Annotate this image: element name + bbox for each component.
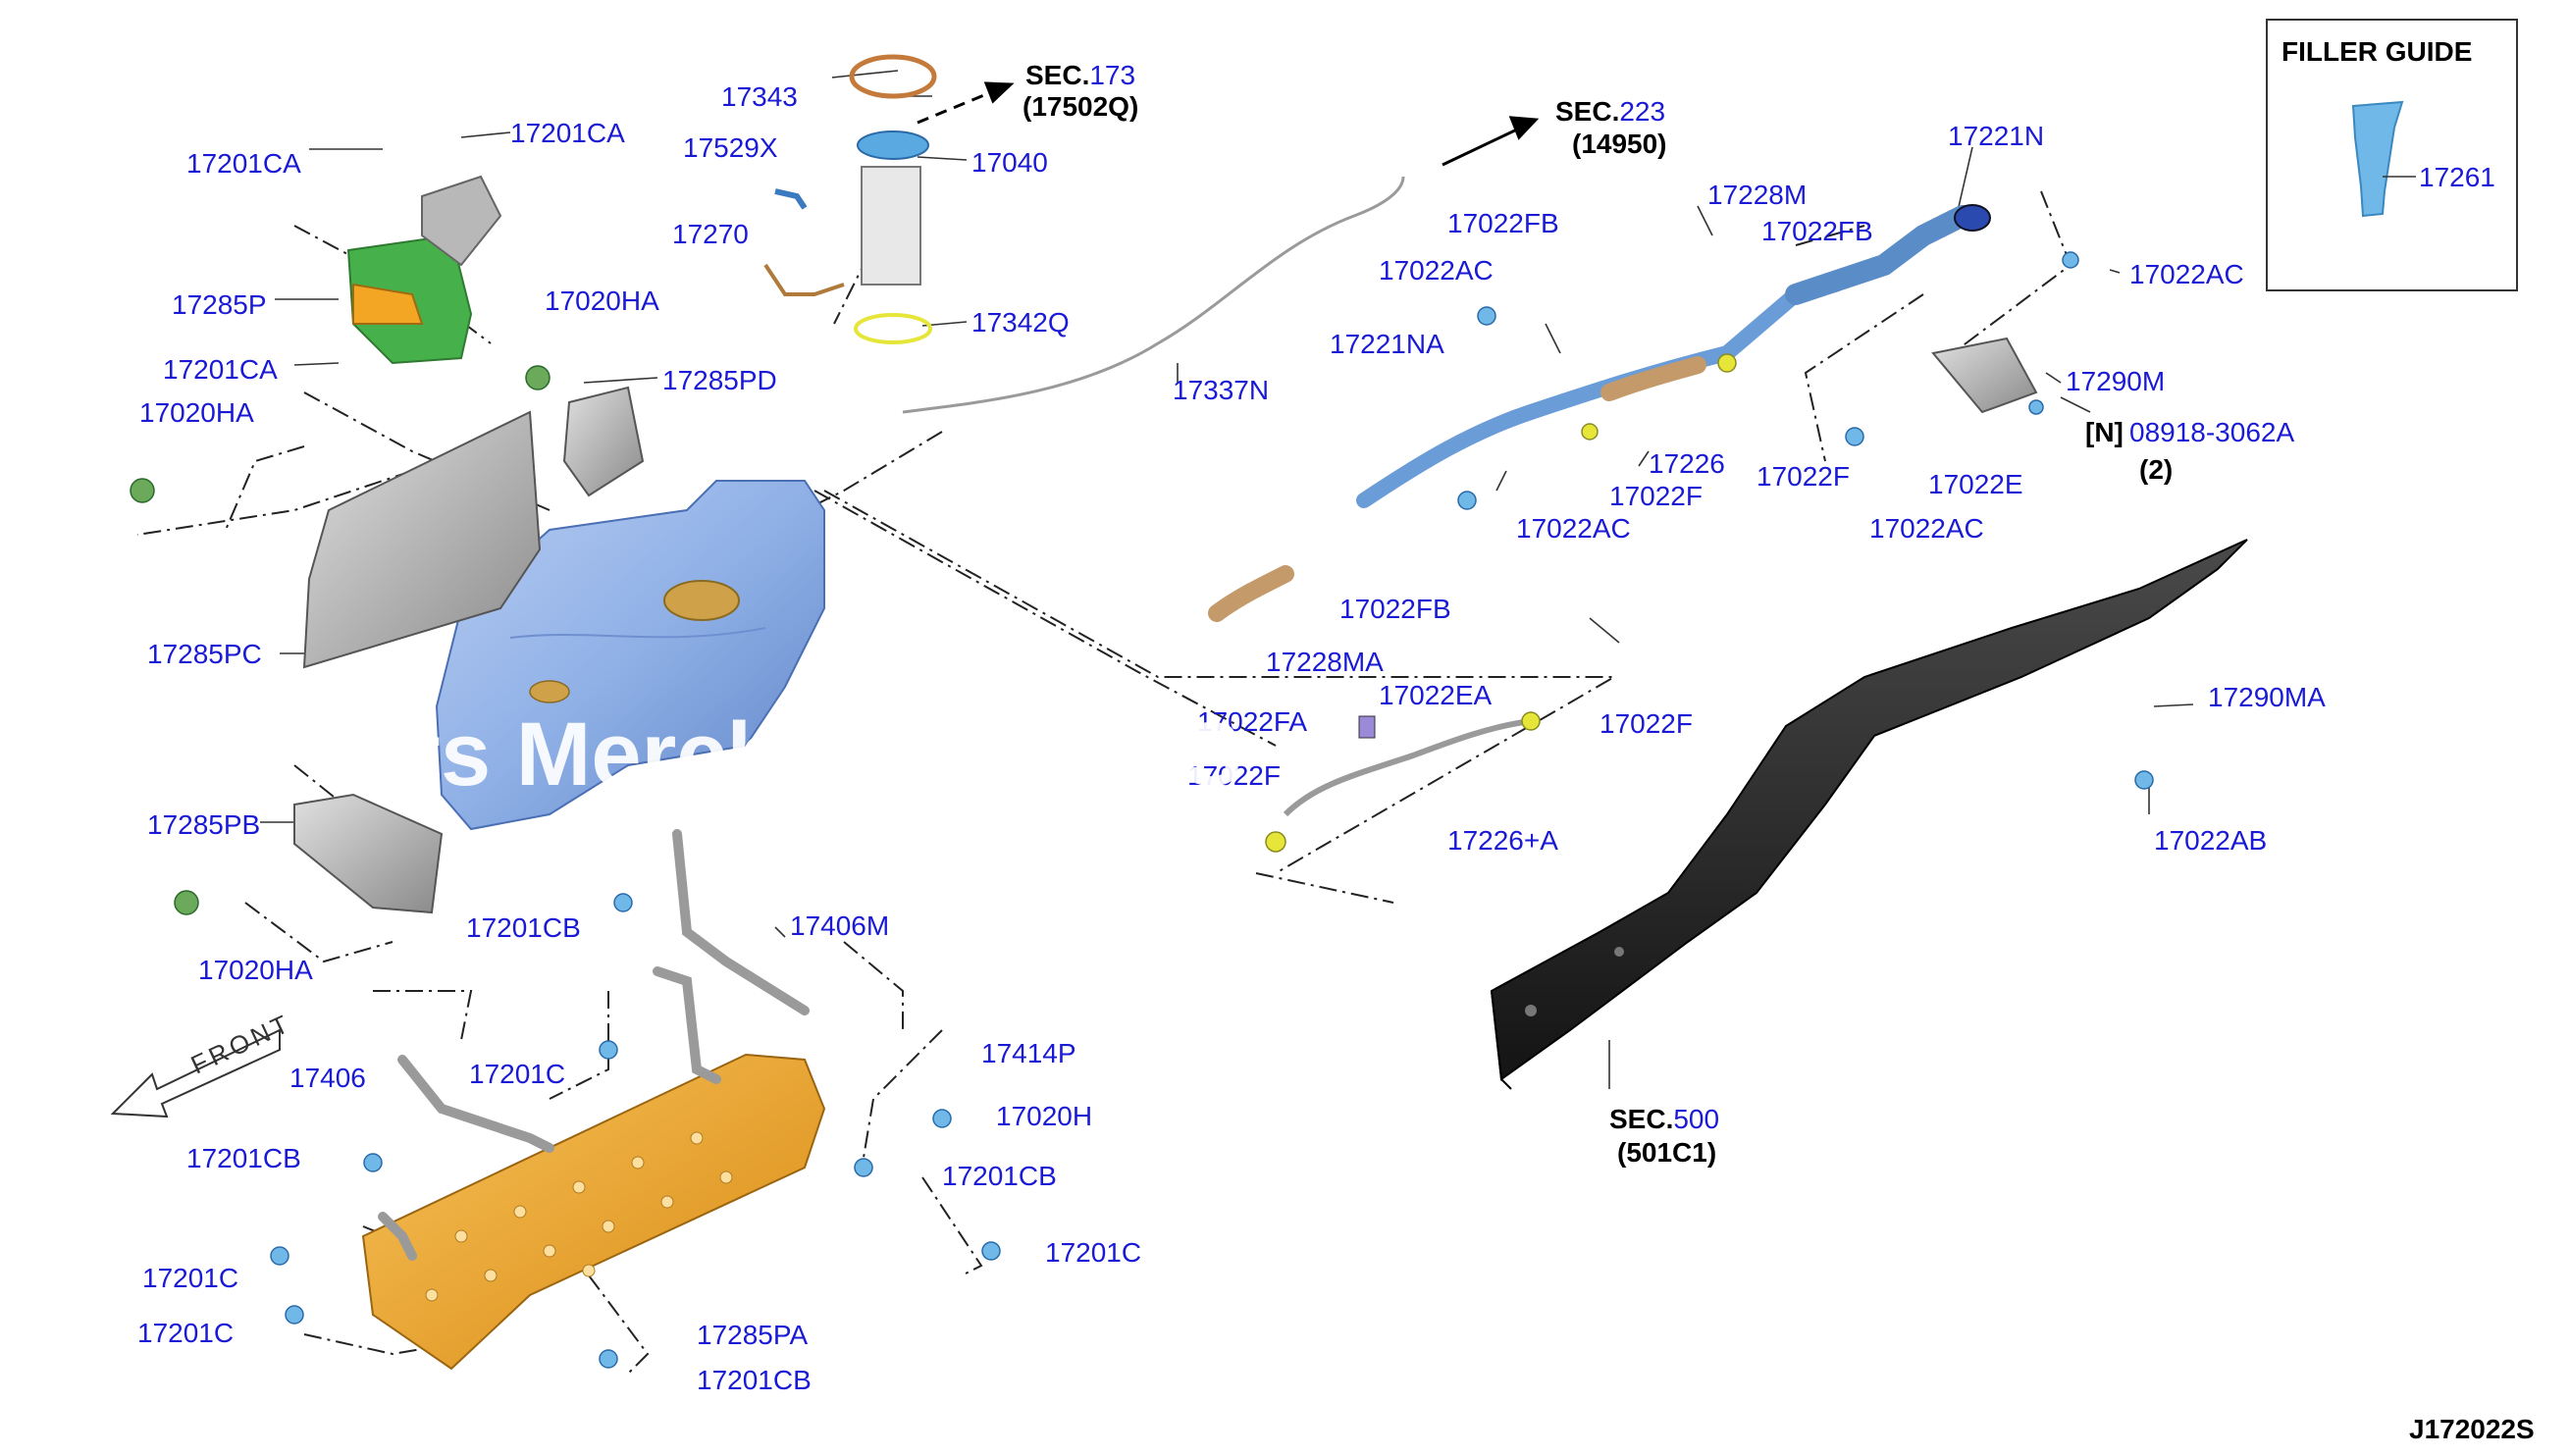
label-17285pd: 17285PD <box>662 365 777 395</box>
label-17022fb-b: 17022FB <box>1761 216 1873 246</box>
bolts <box>270 251 2154 1369</box>
label-17022e: 17022E <box>1928 469 2023 499</box>
label-17285pb: 17285PB <box>147 809 260 840</box>
label-17201ca-c: 17201CA <box>163 354 278 385</box>
label-17022ac-a: 17022AC <box>1379 255 1494 286</box>
label-17406m: 17406M <box>790 910 889 941</box>
label-17022ac-c: 17022AC <box>1869 513 1984 544</box>
label-17201c-b: 17201C <box>1045 1237 1141 1268</box>
heat-shields <box>293 175 645 914</box>
bracket-17290m <box>1931 337 2038 414</box>
section-arrows <box>917 81 1540 167</box>
filler-guide-panel <box>2266 19 2518 291</box>
vent-tube <box>902 176 1405 414</box>
label-17022ea: 17022EA <box>1379 680 1493 710</box>
label-17226a: 17226+A <box>1447 825 1558 856</box>
sec-500: SEC.500 <box>1609 1104 1719 1134</box>
label-17290ma: 17290MA <box>2208 682 2326 712</box>
label-17201c-a: 17201C <box>469 1059 565 1089</box>
label-17201ca-a: 17201CA <box>186 148 301 179</box>
label-17414p: 17414P <box>981 1038 1076 1068</box>
label-17228ma: 17228MA <box>1266 647 1384 677</box>
sec-500-sub: (501C1) <box>1617 1137 1716 1168</box>
label-17020ha-a: 17020HA <box>545 286 659 316</box>
watermark: Parts Merchant PARTS <box>265 704 1241 805</box>
label-17285p: 17285P <box>172 289 267 320</box>
fuel-tank-illustration <box>435 480 825 831</box>
clamps <box>1265 353 1737 853</box>
tank-straps <box>378 829 810 1261</box>
filler-guide-title: FILLER GUIDE <box>2282 36 2472 67</box>
label-17020h: 17020H <box>996 1101 1092 1131</box>
note-n: [N] <box>2085 417 2124 447</box>
part-labels: 17343 17529X 17040 17270 17342Q 17201CA … <box>137 81 2495 1395</box>
label-08918-3062a: 08918-3062A <box>2129 417 2294 447</box>
label-17201ca-b: 17201CA <box>510 118 625 148</box>
label-17020ha-c: 17020HA <box>198 955 313 985</box>
label-17228m: 17228M <box>1707 180 1807 210</box>
label-17022f-c: 17022F <box>1187 760 1281 791</box>
label-17201c-d: 17201C <box>137 1318 234 1348</box>
label-17342q: 17342Q <box>971 307 1070 338</box>
filler-guide-icon <box>2351 100 2404 218</box>
label-17270: 17270 <box>672 219 749 249</box>
label-17022f-b: 17022F <box>1757 461 1850 492</box>
filler-pipe-assembly <box>1208 204 1991 817</box>
sec-173-sub: (17502Q) <box>1023 91 1138 122</box>
sec-223: SEC.223 <box>1555 96 1665 127</box>
label-17285pa: 17285PA <box>697 1320 808 1350</box>
skid-plate-illustration <box>361 1053 826 1371</box>
label-17022ac-d: 17022AC <box>1516 513 1631 544</box>
section-references: SEC.173 (17502Q) SEC.223 (14950) SEC.500… <box>186 36 2535 1444</box>
label-17529x: 17529X <box>683 132 778 163</box>
grommets <box>130 365 551 915</box>
label-17343: 17343 <box>721 81 798 112</box>
label-17226: 17226 <box>1649 448 1725 479</box>
label-17285pc: 17285PC <box>147 639 262 669</box>
label-17290m: 17290M <box>2066 366 2165 396</box>
label-17406: 17406 <box>289 1063 366 1093</box>
label-17221n: 17221N <box>1948 121 2044 151</box>
label-17201cb-c: 17201CB <box>942 1161 1057 1191</box>
label-17201cb-d: 17201CB <box>697 1365 812 1395</box>
note-qty: (2) <box>2139 454 2173 485</box>
label-17022ab: 17022AB <box>2154 825 2267 856</box>
label-17020ha-b: 17020HA <box>139 397 254 428</box>
label-17022fb-c: 17022FB <box>1339 594 1451 624</box>
callout-leaders <box>260 70 2404 1089</box>
frame-rail <box>1490 539 2248 1090</box>
label-17201c-c: 17201C <box>142 1263 238 1293</box>
label-17040: 17040 <box>971 147 1048 178</box>
label-17201cb-a: 17201CB <box>466 912 581 943</box>
front-direction-arrow <box>110 1028 281 1118</box>
label-17261: 17261 <box>2419 162 2495 192</box>
label-17022fa: 17022FA <box>1197 706 1307 737</box>
label-17201cb-b: 17201CB <box>186 1143 301 1173</box>
sec-173: SEC.173 <box>1025 60 1135 90</box>
diagram-id: J172022S <box>2409 1414 2535 1444</box>
label-17022f-d: 17022F <box>1600 708 1693 739</box>
label-17337n: 17337N <box>1173 375 1269 405</box>
fuel-pump-module <box>763 54 937 344</box>
sec-223-sub: (14950) <box>1572 129 1667 159</box>
label-17221na: 17221NA <box>1330 329 1444 359</box>
label-17022f-a: 17022F <box>1609 481 1703 511</box>
label-17022ac-b: 17022AC <box>2129 259 2244 289</box>
label-17022fb-a: 17022FB <box>1447 208 1559 238</box>
